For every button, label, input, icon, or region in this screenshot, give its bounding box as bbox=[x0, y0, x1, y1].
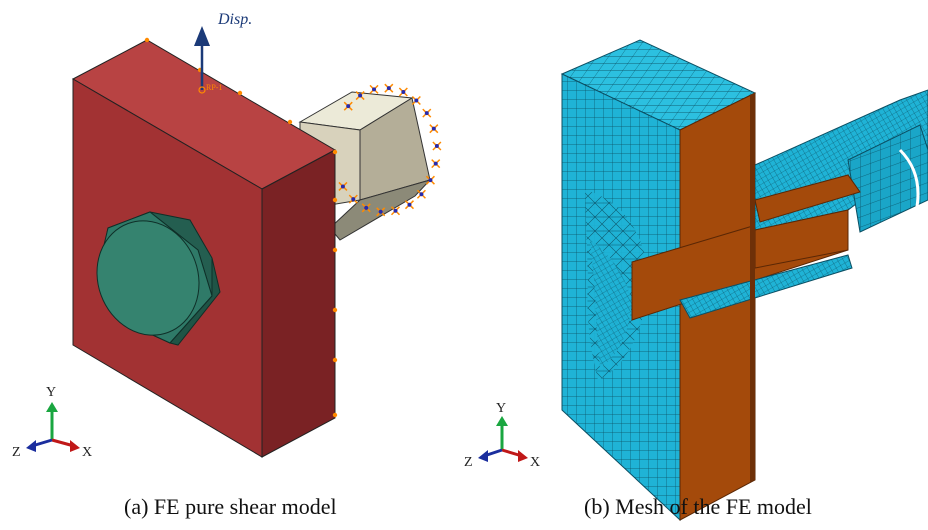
coupling-marker bbox=[343, 101, 353, 111]
boundary-marker bbox=[332, 307, 338, 313]
axis-z-label: Z bbox=[12, 445, 21, 460]
caption-a: (a) FE pure shear model bbox=[124, 494, 337, 519]
bolt-head bbox=[96, 211, 221, 346]
boundary-marker bbox=[332, 197, 338, 203]
boundary-marker bbox=[144, 37, 150, 43]
coupling-marker bbox=[384, 83, 394, 93]
y-axis-arrow-icon bbox=[46, 402, 58, 412]
axis-triad-a: Y X Z bbox=[12, 385, 92, 460]
coupling-marker bbox=[431, 159, 441, 169]
coupling-marker bbox=[422, 108, 432, 118]
panel-b: Y X Z bbox=[464, 39, 928, 522]
mesh-hole-zone bbox=[590, 240, 632, 368]
boundary-marker bbox=[332, 149, 338, 155]
mesh-thread bbox=[679, 254, 853, 319]
coupling-marker bbox=[416, 189, 426, 199]
x-axis-arrow-icon bbox=[518, 450, 528, 462]
coupling-marker bbox=[369, 84, 379, 94]
axis-x-label: X bbox=[82, 445, 92, 460]
z-axis-arrow-icon bbox=[26, 440, 36, 452]
coupling-marker bbox=[390, 206, 401, 216]
disp-label: Disp. bbox=[217, 11, 252, 28]
boundary-marker bbox=[287, 119, 293, 125]
coupling-marker bbox=[376, 207, 386, 217]
y-axis-arrow-icon bbox=[496, 416, 508, 426]
reference-point-label: RP-1 bbox=[206, 83, 222, 92]
boundary-marker bbox=[332, 357, 338, 363]
coupling-marker bbox=[398, 87, 408, 97]
coupling-markers bbox=[338, 83, 442, 217]
axis-triad-b: Y X Z bbox=[464, 401, 540, 470]
boundary-marker bbox=[237, 90, 243, 96]
displacement-arrow: Disp. RP-1 bbox=[194, 11, 252, 94]
coupling-marker bbox=[404, 200, 414, 210]
coupling-marker bbox=[361, 203, 371, 213]
coupling-marker bbox=[338, 181, 348, 191]
x-axis-arrow-icon bbox=[70, 440, 80, 452]
axis-z-label: Z bbox=[464, 455, 473, 470]
coupling-marker bbox=[411, 95, 421, 106]
axis-y-label: Y bbox=[496, 401, 506, 416]
mesh-sleeve-inner bbox=[847, 124, 928, 233]
axis-x-label: X bbox=[530, 455, 540, 470]
boundary-marker bbox=[332, 412, 338, 418]
coupling-marker bbox=[355, 91, 365, 101]
coupling-marker bbox=[429, 124, 439, 134]
coupling-marker bbox=[348, 194, 358, 204]
coupling-marker bbox=[425, 175, 435, 185]
coupling-marker bbox=[432, 141, 442, 151]
panel-a: Disp. RP-1 Y X Z bbox=[12, 11, 442, 460]
caption-b: (b) Mesh of the FE model bbox=[584, 494, 812, 519]
z-axis-arrow-icon bbox=[478, 450, 488, 462]
axis-y-label: Y bbox=[46, 385, 56, 400]
boundary-marker bbox=[332, 247, 338, 253]
